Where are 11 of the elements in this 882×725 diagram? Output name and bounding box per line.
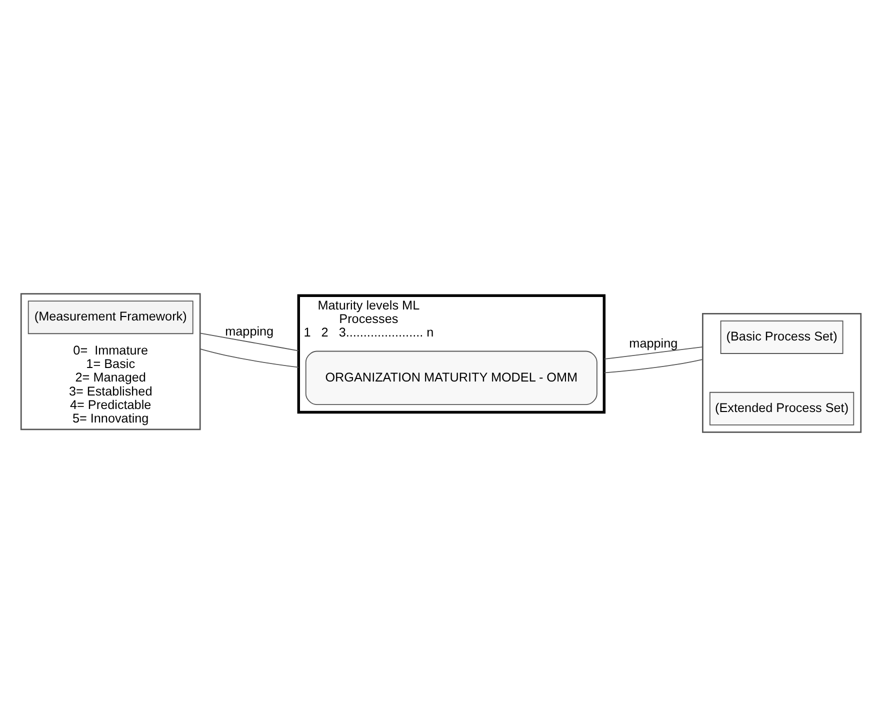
- edge-label: mapping: [629, 336, 678, 350]
- connector: [200, 348, 300, 368]
- node-box: (Basic Process Set): [720, 320, 844, 354]
- edge-label: mapping: [225, 324, 274, 338]
- cluster: [702, 312, 862, 432]
- connector: [200, 332, 300, 351]
- node-box: ORGANIZATION MATURITY MODEL - OMM: [305, 350, 598, 405]
- node-box: (Measurement Framework): [28, 300, 194, 334]
- connector: [604, 358, 704, 373]
- connector: [604, 346, 704, 360]
- node-box: (Extended Process Set): [709, 391, 854, 425]
